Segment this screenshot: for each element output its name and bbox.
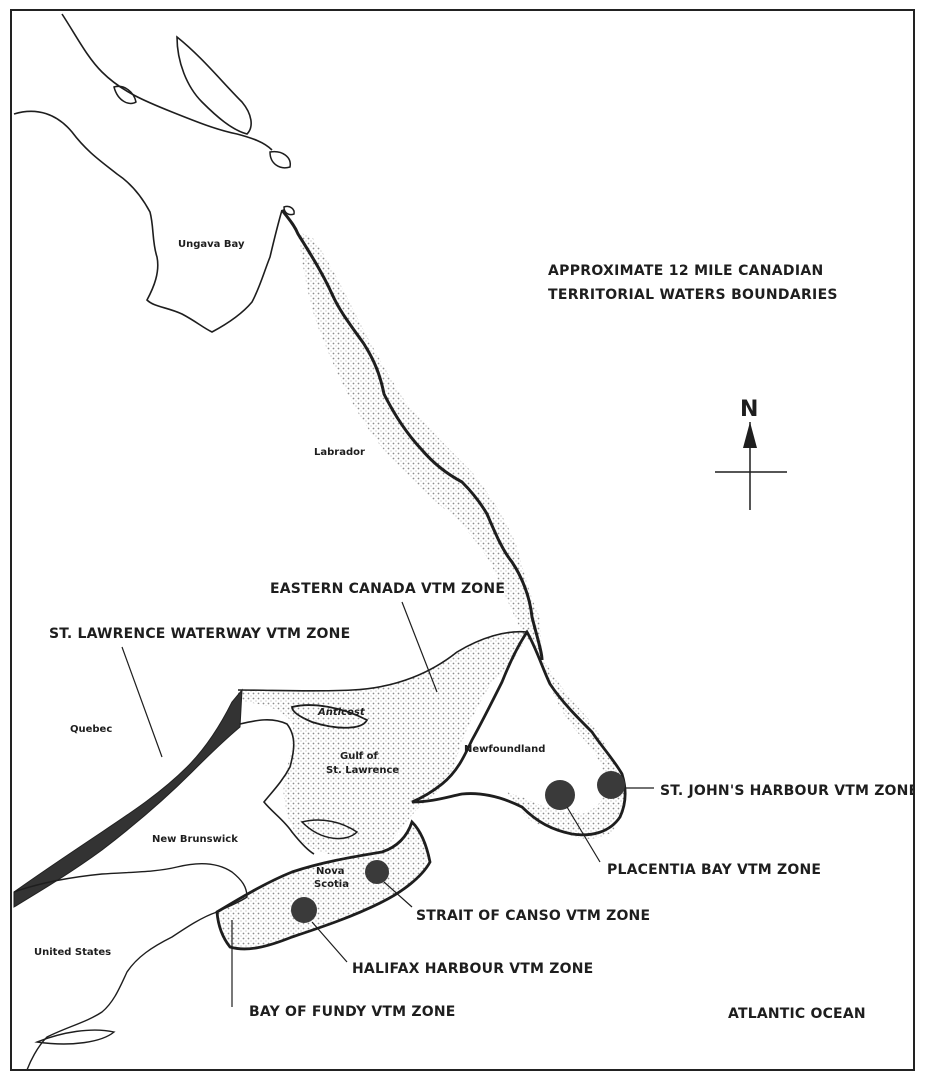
zone-label-placentia: PLACENTIA BAY VTM ZONE [607, 862, 822, 878]
placentia-leader [566, 806, 601, 863]
halifax-harbour-zone-marker [291, 897, 317, 923]
new-brunswick-coastline [13, 863, 248, 913]
north-arrow [715, 422, 787, 510]
st-lawrence-north-shore [237, 630, 528, 692]
map-title-line-2: TERRITORIAL WATERS BOUNDARIES [548, 287, 838, 303]
zone-label-eastern-canada: EASTERN CANADA VTM ZONE [270, 581, 506, 597]
place-newfoundland: Newfoundland [464, 744, 546, 755]
place-nova-line-1: Nova [316, 866, 345, 877]
gaspe-coastline [239, 719, 315, 855]
pei-island-shape [300, 819, 359, 840]
place-labrador: Labrador [314, 447, 365, 458]
newfoundland-outline [411, 629, 627, 837]
baffin-island-shape [176, 35, 252, 135]
newfoundland-territorial-band [507, 657, 624, 839]
st-lawrence-leader [121, 646, 163, 758]
place-nova-line-2: Scotia [314, 879, 349, 890]
place-new-brunswick: New Brunswick [152, 834, 238, 845]
zone-label-fundy: BAY OF FUNDY VTM ZONE [249, 1004, 456, 1020]
zone-label-canso: STRAIT OF CANSO VTM ZONE [416, 908, 651, 924]
canso-leader [383, 881, 413, 908]
place-ungava-bay: Ungava Bay [178, 239, 245, 250]
gulf-territorial-zone [238, 631, 527, 857]
zone-label-halifax: HALIFAX HARBOUR VTM ZONE [352, 961, 594, 977]
halifax-leader [311, 921, 348, 963]
place-united-states: United States [34, 947, 112, 958]
north-label: N [740, 397, 759, 422]
northern-coastline [61, 13, 273, 151]
zone-label-st-johns: ST. JOHN'S HARBOUR VTM ZONE [660, 783, 915, 799]
st-lawrence-waterway-zone [13, 688, 243, 908]
small-island-1 [113, 85, 137, 105]
place-atlantic-ocean: ATLANTIC OCEAN [728, 1006, 866, 1022]
labrador-coastline [280, 209, 544, 661]
strait-of-canso-zone-marker [365, 860, 389, 884]
cape-cod-shape [34, 1029, 116, 1045]
st-johns-harbour-zone-marker [597, 771, 625, 799]
maine-coastline [26, 911, 218, 1069]
map-title-line-1: APPROXIMATE 12 MILE CANADIAN [548, 263, 824, 279]
map-frame: APPROXIMATE 12 MILE CANADIAN TERRITORIAL… [10, 9, 915, 1071]
eastern-canada-leader [401, 601, 438, 693]
placentia-bay-zone-marker [545, 780, 575, 810]
anticosti-island-shape [291, 704, 369, 729]
small-island-3 [283, 205, 295, 216]
zone-label-st-lawrence: ST. LAWRENCE WATERWAY VTM ZONE [49, 626, 351, 642]
map-drawing [13, 13, 787, 1069]
nova-scotia-outline [215, 819, 432, 951]
place-gulf-line-1: Gulf of [340, 751, 378, 762]
place-anticosti: Anticost [318, 707, 365, 718]
small-island-2 [269, 150, 291, 169]
place-quebec: Quebec [70, 724, 113, 735]
place-gulf-line-2: St. Lawrence [326, 765, 400, 776]
ungava-coastline [13, 110, 283, 333]
